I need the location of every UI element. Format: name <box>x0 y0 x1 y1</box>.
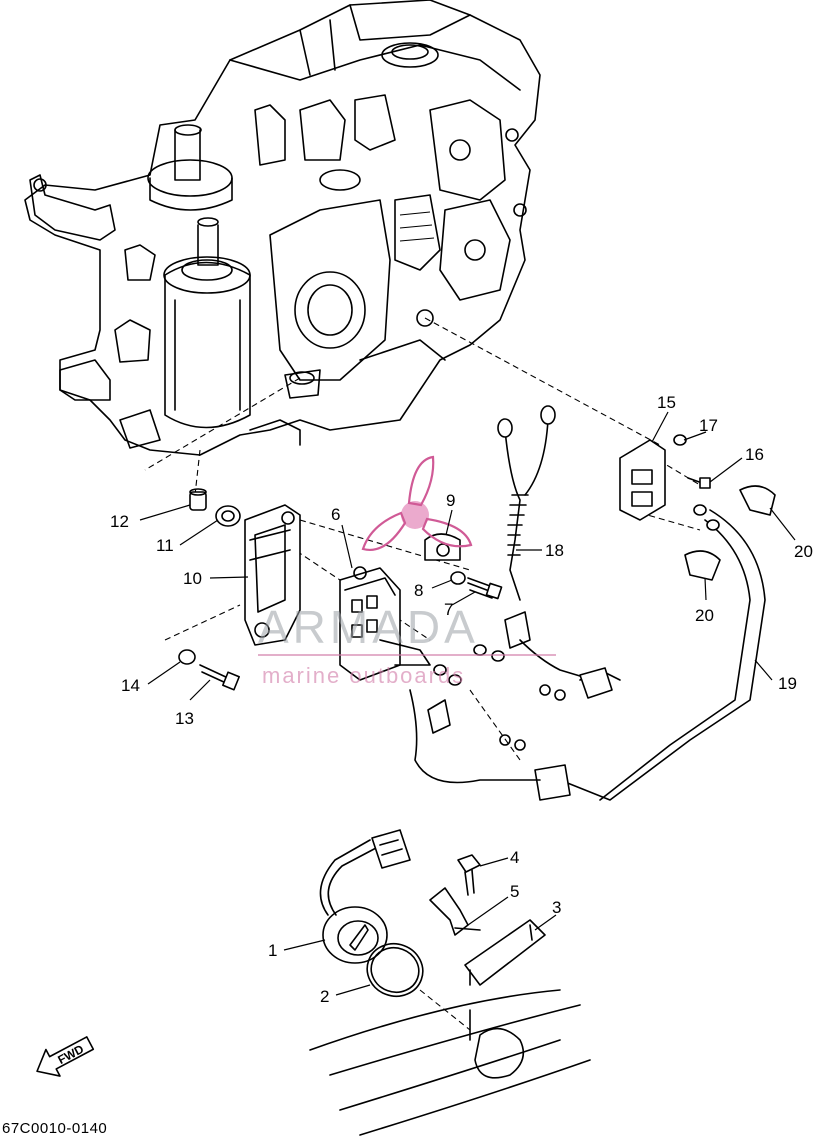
part-6-rectifier-regulator <box>339 566 431 681</box>
callout-14: 14 <box>121 676 140 695</box>
callout-16: 16 <box>745 445 764 464</box>
callout-9: 9 <box>446 491 455 510</box>
part-15-starter-relay <box>619 439 666 521</box>
callout-10: 10 <box>183 569 202 588</box>
part-20-cap-lower <box>684 550 721 581</box>
engine-block <box>24 0 541 456</box>
part-18-ground-lead <box>497 405 556 601</box>
armada-watermark: ARMADA marine outboards <box>258 455 556 688</box>
propeller-logo <box>361 455 473 552</box>
callout-4: 4 <box>510 848 519 867</box>
callout-11: 11 <box>156 536 174 555</box>
part-7-bolt <box>467 577 503 600</box>
part-4-bolt <box>457 854 481 896</box>
part-1-sensor <box>319 829 411 964</box>
part-2-o-ring <box>366 942 424 998</box>
callout-2: 2 <box>320 987 329 1006</box>
callout-12: 12 <box>110 512 129 531</box>
part-8-washer <box>450 571 466 585</box>
watermark-sub: marine outboards <box>262 663 465 688</box>
callout-18: 18 <box>545 541 564 560</box>
callout-17: 17 <box>699 416 718 435</box>
part-17-washer <box>673 434 687 446</box>
callouts: 12 11 10 14 13 6 9 8 7 18 15 17 <box>110 393 813 1006</box>
part-13-bolt <box>199 664 240 691</box>
diagram-code: 67C0010-0140 <box>2 1120 108 1137</box>
lower-housing <box>309 989 591 1136</box>
part-10-bracket <box>244 504 301 646</box>
callout-15: 15 <box>657 393 676 412</box>
part-14-washer <box>178 649 196 665</box>
rectifier-harness <box>409 611 581 784</box>
callout-6: 6 <box>331 505 340 524</box>
callout-1: 1 <box>268 941 277 960</box>
fwd-arrow-icon: FWD <box>36 1036 95 1077</box>
callout-20-lower: 20 <box>695 606 714 625</box>
callout-13: 13 <box>175 709 194 728</box>
callout-20-upper: 20 <box>794 542 813 561</box>
part-16-screw <box>687 477 711 489</box>
callout-19: 19 <box>778 674 797 693</box>
part-20-cap-upper <box>739 485 776 516</box>
callout-8: 8 <box>414 581 423 600</box>
part-19-cable <box>534 504 766 801</box>
part-11-collar <box>215 505 241 527</box>
callout-7: 7 <box>444 600 453 619</box>
part-5-clip <box>429 887 481 936</box>
callout-5: 5 <box>510 882 519 901</box>
part-12-grommet <box>189 488 207 511</box>
watermark-main: ARMADA <box>258 601 479 653</box>
part-3-plate <box>464 919 546 986</box>
callout-3: 3 <box>552 898 561 917</box>
